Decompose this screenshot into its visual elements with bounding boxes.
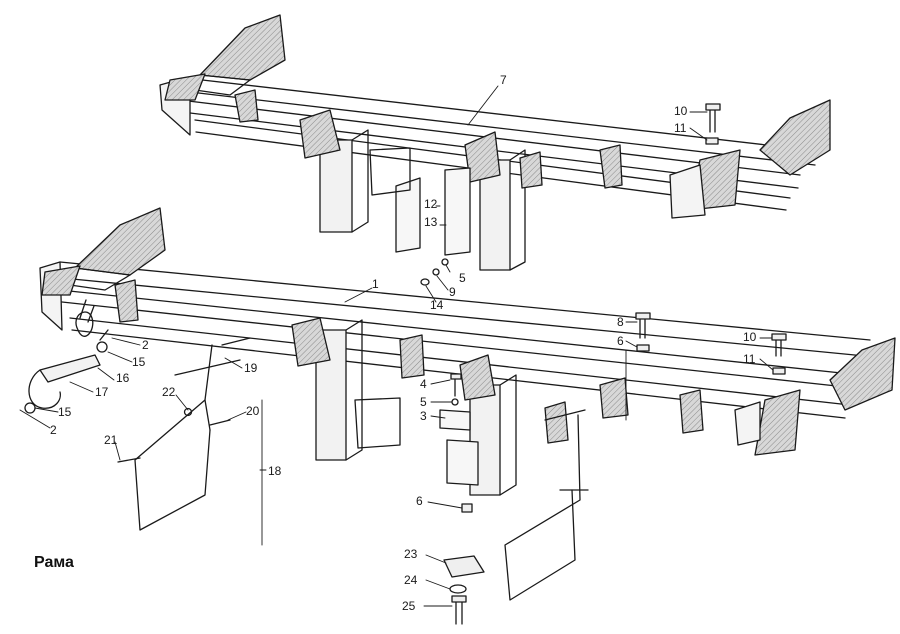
callout-6: 6 xyxy=(416,494,423,508)
callout-4: 4 xyxy=(420,377,427,391)
lower-frame xyxy=(39,207,896,496)
fasteners xyxy=(117,103,787,463)
callout-20: 20 xyxy=(246,404,260,418)
callout-18: 18 xyxy=(268,464,282,478)
callout-2: 2 xyxy=(142,338,149,352)
callout-24: 24 xyxy=(404,573,418,587)
callout-19: 19 xyxy=(244,361,258,375)
callout-10: 10 xyxy=(743,330,757,344)
hitch-hook xyxy=(24,299,109,414)
callout-22: 22 xyxy=(162,385,176,399)
callout-9: 9 xyxy=(449,285,456,299)
callout-13: 13 xyxy=(424,215,438,229)
callout-14: 14 xyxy=(430,298,444,312)
callout-5: 5 xyxy=(459,271,466,285)
callout-11: 11 xyxy=(674,121,687,135)
callout-6: 6 xyxy=(617,334,624,348)
upper-frame xyxy=(159,14,831,271)
callout-8: 8 xyxy=(617,315,624,329)
callout-21: 21 xyxy=(104,433,118,447)
callout-15: 15 xyxy=(132,355,146,369)
callout-15: 15 xyxy=(58,405,72,419)
callout-10: 10 xyxy=(674,104,688,118)
callout-7: 7 xyxy=(500,73,507,87)
callout-12: 12 xyxy=(424,197,438,211)
callout-3: 3 xyxy=(420,409,427,423)
callout-2: 2 xyxy=(50,423,57,437)
callout-11: 11 xyxy=(743,352,756,366)
callout-17: 17 xyxy=(95,385,109,399)
leader-lines xyxy=(19,85,774,607)
diagram-title: Рама xyxy=(34,554,74,571)
callout-5: 5 xyxy=(420,395,427,409)
mud-flap-left xyxy=(134,337,251,531)
callout-1: 1 xyxy=(372,277,379,291)
callout-25: 25 xyxy=(402,599,416,613)
callout-23: 23 xyxy=(404,547,418,561)
callout-16: 16 xyxy=(116,371,130,385)
mud-flap-right xyxy=(504,409,589,601)
